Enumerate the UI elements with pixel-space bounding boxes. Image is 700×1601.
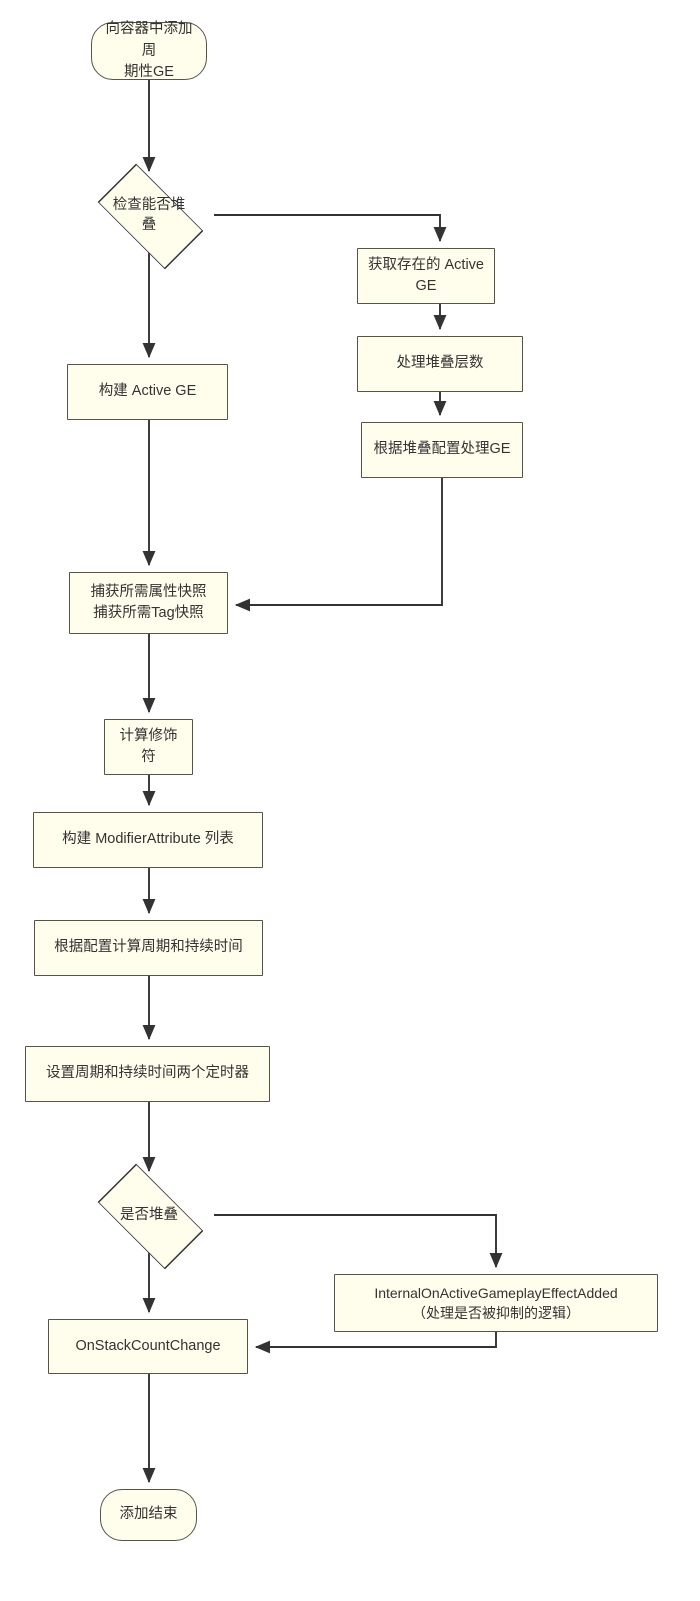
node-start[interactable]: 向容器中添加周 期性GE [91, 21, 207, 80]
node-get-existing-active-ge[interactable]: 获取存在的 Active GE [357, 248, 495, 304]
node-end[interactable]: 添加结束 [100, 1489, 197, 1541]
node-handle-stack-count-label: 处理堆叠层数 [396, 355, 484, 372]
node-calc-modifier[interactable]: 计算修饰符 [104, 719, 193, 775]
edge-check-to-get-existing [214, 214, 447, 243]
edge-is-stacking-to-internal [214, 1214, 503, 1269]
node-internal-on-active-ge-added[interactable]: InternalOnActiveGameplayEffectAdded （处理是… [334, 1274, 658, 1332]
node-build-active-ge-label: 构建 Active GE [98, 383, 197, 400]
node-handle-ge-by-stack-config[interactable]: 根据堆叠配置处理GE [361, 422, 523, 478]
node-check-can-stack[interactable]: 检查能否堆 叠 [84, 163, 214, 269]
node-calc-period-duration-label: 根据配置计算周期和持续时间 [54, 939, 243, 956]
node-handle-stack-count[interactable]: 处理堆叠层数 [357, 336, 523, 392]
edge-internal-to-stack-change [254, 1332, 497, 1354]
node-capture-snapshots[interactable]: 捕获所需属性快照 捕获所需Tag快照 [69, 572, 228, 634]
node-end-label: 添加结束 [119, 1506, 178, 1523]
node-build-modifier-attribute-list-label: 构建 ModifierAttribute 列表 [62, 831, 234, 848]
node-calc-period-duration[interactable]: 根据配置计算周期和持续时间 [34, 920, 263, 976]
node-get-existing-active-ge-label: 获取存在的 Active GE [367, 256, 484, 294]
node-capture-snapshots-label: 捕获所需属性快照 捕获所需Tag快照 [90, 583, 207, 621]
node-calc-modifier-label: 计算修饰符 [119, 727, 178, 765]
node-build-modifier-attribute-list[interactable]: 构建 ModifierAttribute 列表 [33, 812, 263, 868]
node-build-active-ge[interactable]: 构建 Active GE [67, 364, 228, 420]
node-on-stack-count-change[interactable]: OnStackCountChange [48, 1319, 248, 1374]
node-start-label: 向容器中添加周 期性GE [105, 21, 193, 80]
edge-stack-config-to-capture [234, 478, 443, 612]
node-set-two-timers-label: 设置周期和持续时间两个定时器 [46, 1065, 249, 1082]
node-set-two-timers[interactable]: 设置周期和持续时间两个定时器 [25, 1046, 270, 1102]
node-is-stacking[interactable]: 是否堆叠 [84, 1163, 214, 1269]
node-on-stack-count-change-label: OnStackCountChange [75, 1337, 221, 1354]
node-handle-ge-by-stack-config-label: 根据堆叠配置处理GE [373, 441, 511, 458]
node-internal-on-active-ge-added-label: InternalOnActiveGameplayEffectAdded （处理是… [374, 1284, 618, 1321]
